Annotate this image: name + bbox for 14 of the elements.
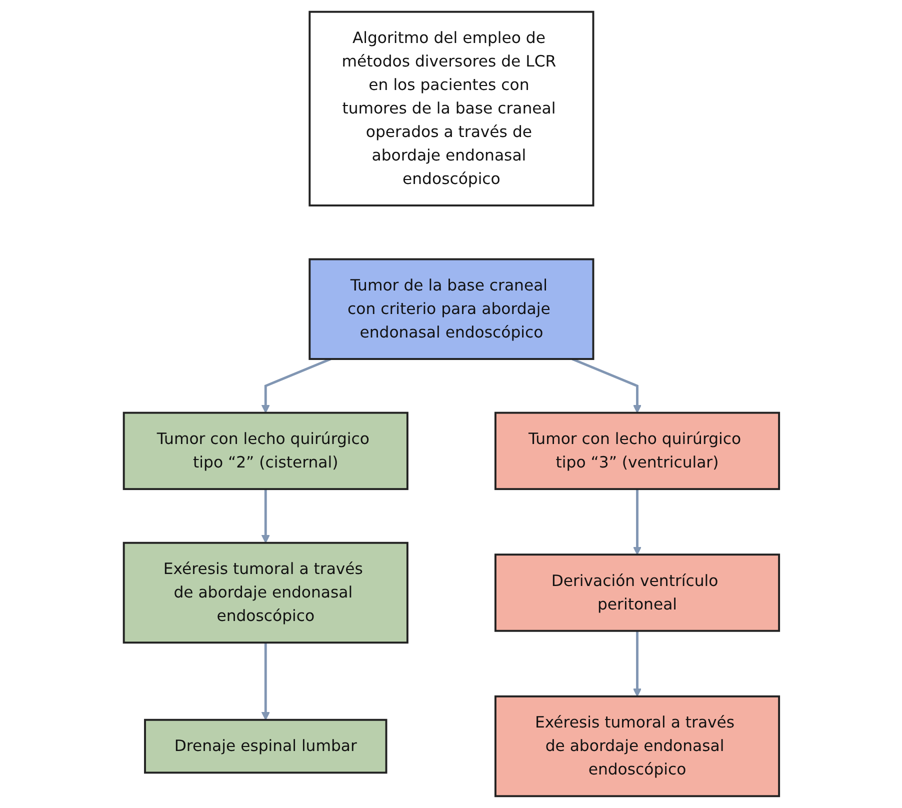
node-box: Tumor de la base craneal con criterio para abordaje endonasal endoscópico — [308, 258, 594, 360]
arrow — [571, 358, 642, 414]
node-box: Drenaje espinal lumbar — [144, 718, 387, 774]
node-box: Algoritmo del empleo de métodos diversores de LCR en los pacientes con tumores de la base craneal operados a través de abordaje endonasal endoscópico — [308, 10, 594, 206]
arrow — [632, 630, 642, 697]
arrow — [260, 358, 331, 414]
node-box: Exéresis tumoral a través de abordaje endonasal endoscópico — [494, 695, 780, 798]
node-box: Tumor con lecho quirúrgico tipo “2” (cisternal) — [122, 412, 408, 490]
node-box: Exéresis tumoral a través de abordaje endonasal endoscópico — [122, 542, 408, 644]
arrow — [632, 489, 642, 555]
arrow — [260, 642, 270, 720]
arrow — [260, 489, 270, 544]
node-box: Tumor con lecho quirúrgico tipo “3” (ventricular) — [494, 412, 780, 490]
node-box: Derivación ventrículo peritoneal — [494, 554, 780, 632]
